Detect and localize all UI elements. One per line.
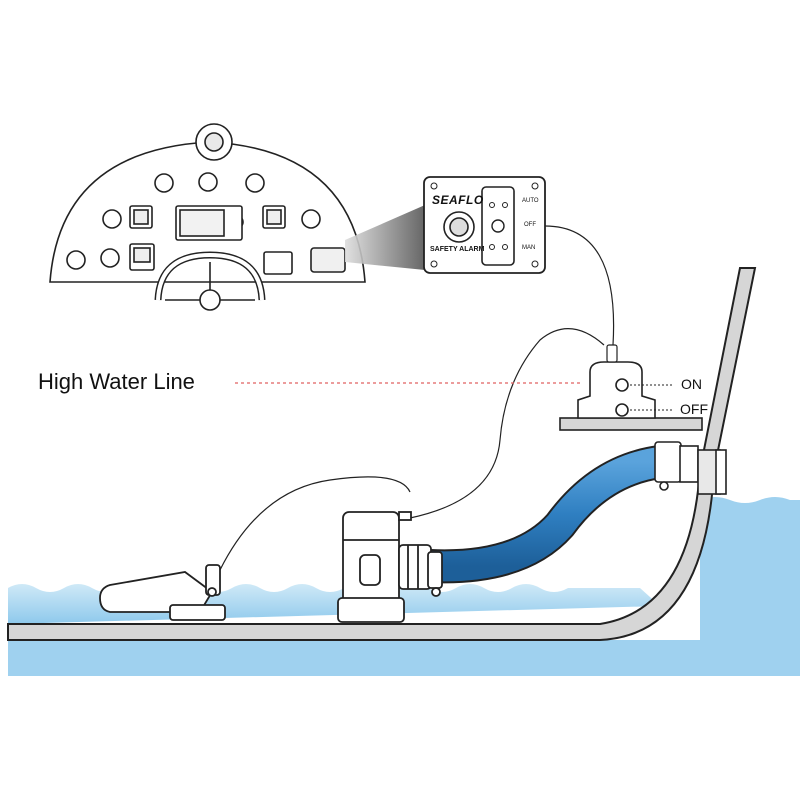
switch-off-label: OFF — [680, 401, 708, 417]
panel-auto-label: AUTO — [522, 198, 539, 204]
switch-panel — [423, 176, 546, 274]
switch-on-label: ON — [681, 376, 702, 392]
helm-dashboard — [49, 123, 366, 311]
bilge-float-switch — [99, 564, 226, 621]
boat-hull — [7, 267, 757, 641]
wiring — [219, 225, 615, 571]
zoom-beam — [345, 205, 425, 270]
panel-alarm-label: SAFETY ALARM — [430, 246, 485, 253]
mounting-shelf — [559, 417, 703, 431]
bilge-pump — [337, 511, 443, 623]
alarm-float-switch — [559, 344, 703, 431]
thru-hull-fitting — [654, 441, 727, 495]
high-water-line-label: High Water Line — [38, 369, 195, 394]
panel-man-label: MAN — [522, 245, 536, 251]
panel-off-label: OFF — [524, 222, 536, 228]
discharge-hose — [429, 445, 663, 584]
panel-brand-label: SEAFLO — [432, 193, 484, 207]
